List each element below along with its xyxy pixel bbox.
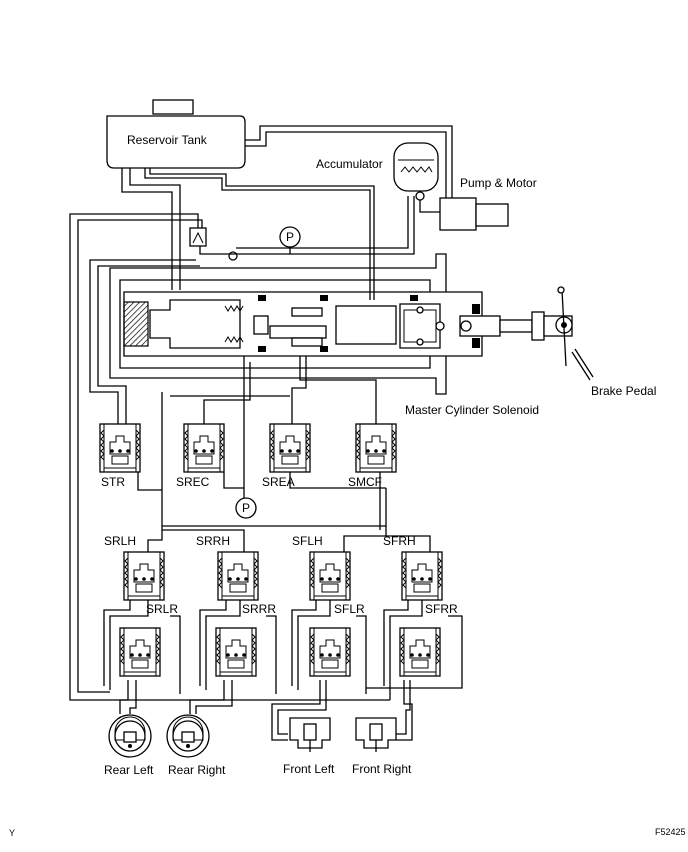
valve-sflr-label: SFLR — [334, 602, 365, 616]
pump — [439, 197, 477, 231]
brake-pedal-arm — [561, 289, 567, 367]
reservoir-tank — [106, 115, 246, 169]
valve-str — [99, 423, 141, 473]
figure-code: F52425 — [655, 827, 686, 837]
valve-srrr — [215, 627, 257, 677]
valve-srrr-label: SRRR — [242, 602, 276, 616]
rear-right-drum — [166, 714, 210, 758]
front-right-label: Front Right — [352, 762, 412, 776]
pressure-sensor-top-label: P — [286, 230, 294, 244]
reservoir-cap — [152, 99, 194, 115]
valve-sflh — [309, 551, 351, 601]
valve-smcf-label: SMCF — [348, 475, 382, 489]
front-right-caliper — [355, 717, 397, 753]
rear-left-label: Rear Left — [104, 763, 154, 777]
brake-pedal-label: Brake Pedal — [591, 384, 656, 398]
valve-sfrr-label: SFRR — [425, 602, 458, 616]
accumulator — [393, 142, 439, 192]
valve-srrh — [217, 551, 259, 601]
pump-motor-label: Pump & Motor — [460, 176, 537, 190]
valve-srec — [183, 423, 225, 473]
pressure-sensor-bottom-label: P — [242, 501, 250, 515]
rear-right-label: Rear Right — [168, 763, 226, 777]
valve-srlh — [123, 551, 165, 601]
rear-left-drum — [108, 714, 152, 758]
valve-srlr-label: SRLR — [146, 602, 178, 616]
valve-srea — [269, 423, 311, 473]
valve-sfrh-label: SFRH — [383, 534, 416, 548]
valve-srlh-label: SRLH — [104, 534, 136, 548]
pressure-sensor-bottom — [235, 497, 257, 519]
valve-srrh-label: SRRH — [196, 534, 230, 548]
accumulator-label: Accumulator — [316, 157, 383, 171]
stroke-simulator-spring — [123, 301, 149, 347]
valve-srec-label: SREC — [176, 475, 210, 489]
valve-sfrh — [401, 551, 443, 601]
valve-sfrr — [399, 627, 441, 677]
push-rod — [499, 319, 533, 333]
valve-sflr — [309, 627, 351, 677]
valve-sflh-label: SFLH — [292, 534, 323, 548]
front-left-caliper — [289, 717, 331, 753]
valve-srea-label: SREA — [262, 475, 295, 489]
valve-smcf — [355, 423, 397, 473]
footer-left-code: Y — [9, 828, 15, 838]
front-left-label: Front Left — [283, 762, 335, 776]
reservoir-tank-label: Reservoir Tank — [127, 133, 208, 147]
motor — [475, 203, 509, 227]
check-valve — [189, 227, 207, 247]
valve-str-label: STR — [101, 475, 125, 489]
master-cylinder-solenoid-label: Master Cylinder Solenoid — [405, 403, 539, 417]
hydraulic-lines — [69, 125, 463, 741]
valve-srlr — [119, 627, 161, 677]
